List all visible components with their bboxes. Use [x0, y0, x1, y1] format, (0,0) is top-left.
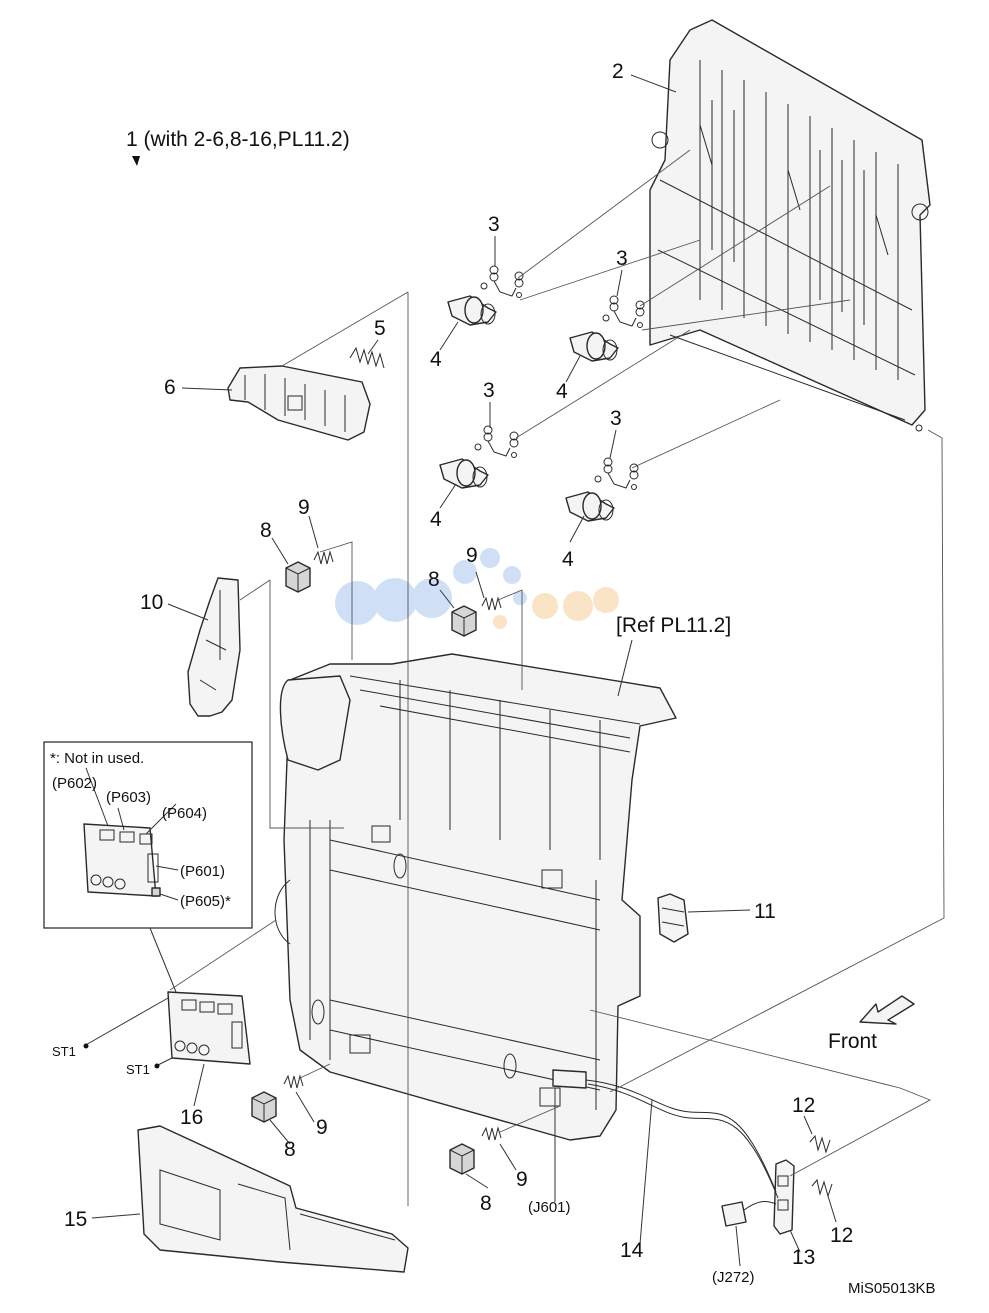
part-3-springs — [474, 265, 645, 490]
part-16-pcb — [167, 991, 251, 1065]
part-2-guide-assembly — [649, 19, 931, 432]
callout-3b: 3 — [616, 247, 628, 270]
spring-3a — [480, 265, 524, 298]
connector-p604: (P604) — [162, 805, 207, 822]
part-6-bracket — [227, 365, 371, 441]
block-8a — [285, 561, 311, 593]
part-11-latch — [657, 893, 689, 943]
part-8-blocks — [251, 561, 477, 1175]
roller-4d — [565, 491, 615, 522]
figure-code: MiS05013KB — [848, 1280, 936, 1297]
callout-3d: 3 — [610, 407, 622, 430]
connector-j272: (J272) — [712, 1269, 755, 1286]
callout-4c: 4 — [430, 508, 442, 531]
callout-9b: 9 — [466, 544, 478, 567]
inset-note: *: Not in used. — [50, 750, 144, 767]
callout-3c: 3 — [483, 379, 495, 402]
callout-8b: 8 — [428, 568, 440, 591]
connector-p603: (P603) — [106, 789, 151, 806]
screw-st1-b: ST1 — [126, 1062, 150, 1077]
callout-9d: 9 — [516, 1168, 528, 1191]
connector-j601: (J601) — [528, 1199, 571, 1216]
screw-st1-a: ST1 — [52, 1044, 76, 1059]
callout-4b: 4 — [556, 380, 568, 403]
callout-9c: 9 — [316, 1116, 328, 1139]
part-4-rollers — [439, 295, 619, 522]
callout-6: 6 — [164, 376, 176, 399]
callout-13: 13 — [792, 1246, 815, 1269]
part-15-cover — [137, 1125, 409, 1273]
callout-16: 16 — [180, 1106, 203, 1129]
callout-10: 10 — [140, 591, 163, 614]
spring-3b — [602, 295, 645, 328]
part-14-harness — [552, 1069, 779, 1227]
callout-12a: 12 — [792, 1094, 815, 1117]
reference-label: [Ref PL11.2] — [616, 614, 731, 637]
roller-4b — [569, 331, 619, 362]
front-arrow — [859, 995, 915, 1025]
callout-2: 2 — [612, 60, 624, 83]
callout-4a: 4 — [430, 348, 442, 371]
connector-p601: (P601) — [180, 863, 225, 880]
callout-4d: 4 — [562, 548, 574, 571]
assembly-pointer — [132, 156, 140, 166]
callout-12b: 12 — [830, 1224, 853, 1247]
spring-3c — [474, 425, 519, 458]
labels: 1 (with 2-6,8-16,PL11.2) [Ref PL11.2] Fr… — [50, 60, 936, 1297]
callout-9a: 9 — [298, 496, 310, 519]
assembly-label: 1 (with 2-6,8-16,PL11.2) — [126, 128, 350, 151]
part-9-springs — [283, 550, 502, 1141]
part-12-springs — [809, 1134, 833, 1198]
callout-14: 14 — [620, 1239, 644, 1262]
spring-3d — [594, 457, 639, 490]
callout-11: 11 — [754, 900, 776, 923]
inset-pcb-detail — [43, 741, 253, 929]
connector-p602: (P602) — [52, 775, 97, 792]
main-frame — [274, 653, 677, 1141]
screw-st1-b-dot — [154, 1063, 160, 1069]
callout-8a: 8 — [260, 519, 272, 542]
roller-4a — [447, 295, 497, 326]
part-5-spring — [349, 346, 385, 369]
connector-p605: (P605)* — [180, 893, 231, 910]
callout-5: 5 — [374, 317, 386, 340]
watermark — [335, 548, 619, 629]
roller-4c — [439, 458, 489, 489]
screw-st1-a-dot — [83, 1043, 89, 1049]
callout-3a: 3 — [488, 213, 500, 236]
block-8c — [251, 1091, 277, 1123]
callout-8d: 8 — [480, 1192, 492, 1215]
callout-15: 15 — [64, 1208, 87, 1231]
front-label: Front — [828, 1030, 877, 1053]
part-10-lever — [187, 577, 241, 717]
part-13-connector — [773, 1159, 795, 1235]
leader-lines — [83, 74, 945, 1267]
callout-8c: 8 — [284, 1138, 296, 1161]
block-8b — [451, 605, 477, 637]
block-8d — [449, 1143, 475, 1175]
